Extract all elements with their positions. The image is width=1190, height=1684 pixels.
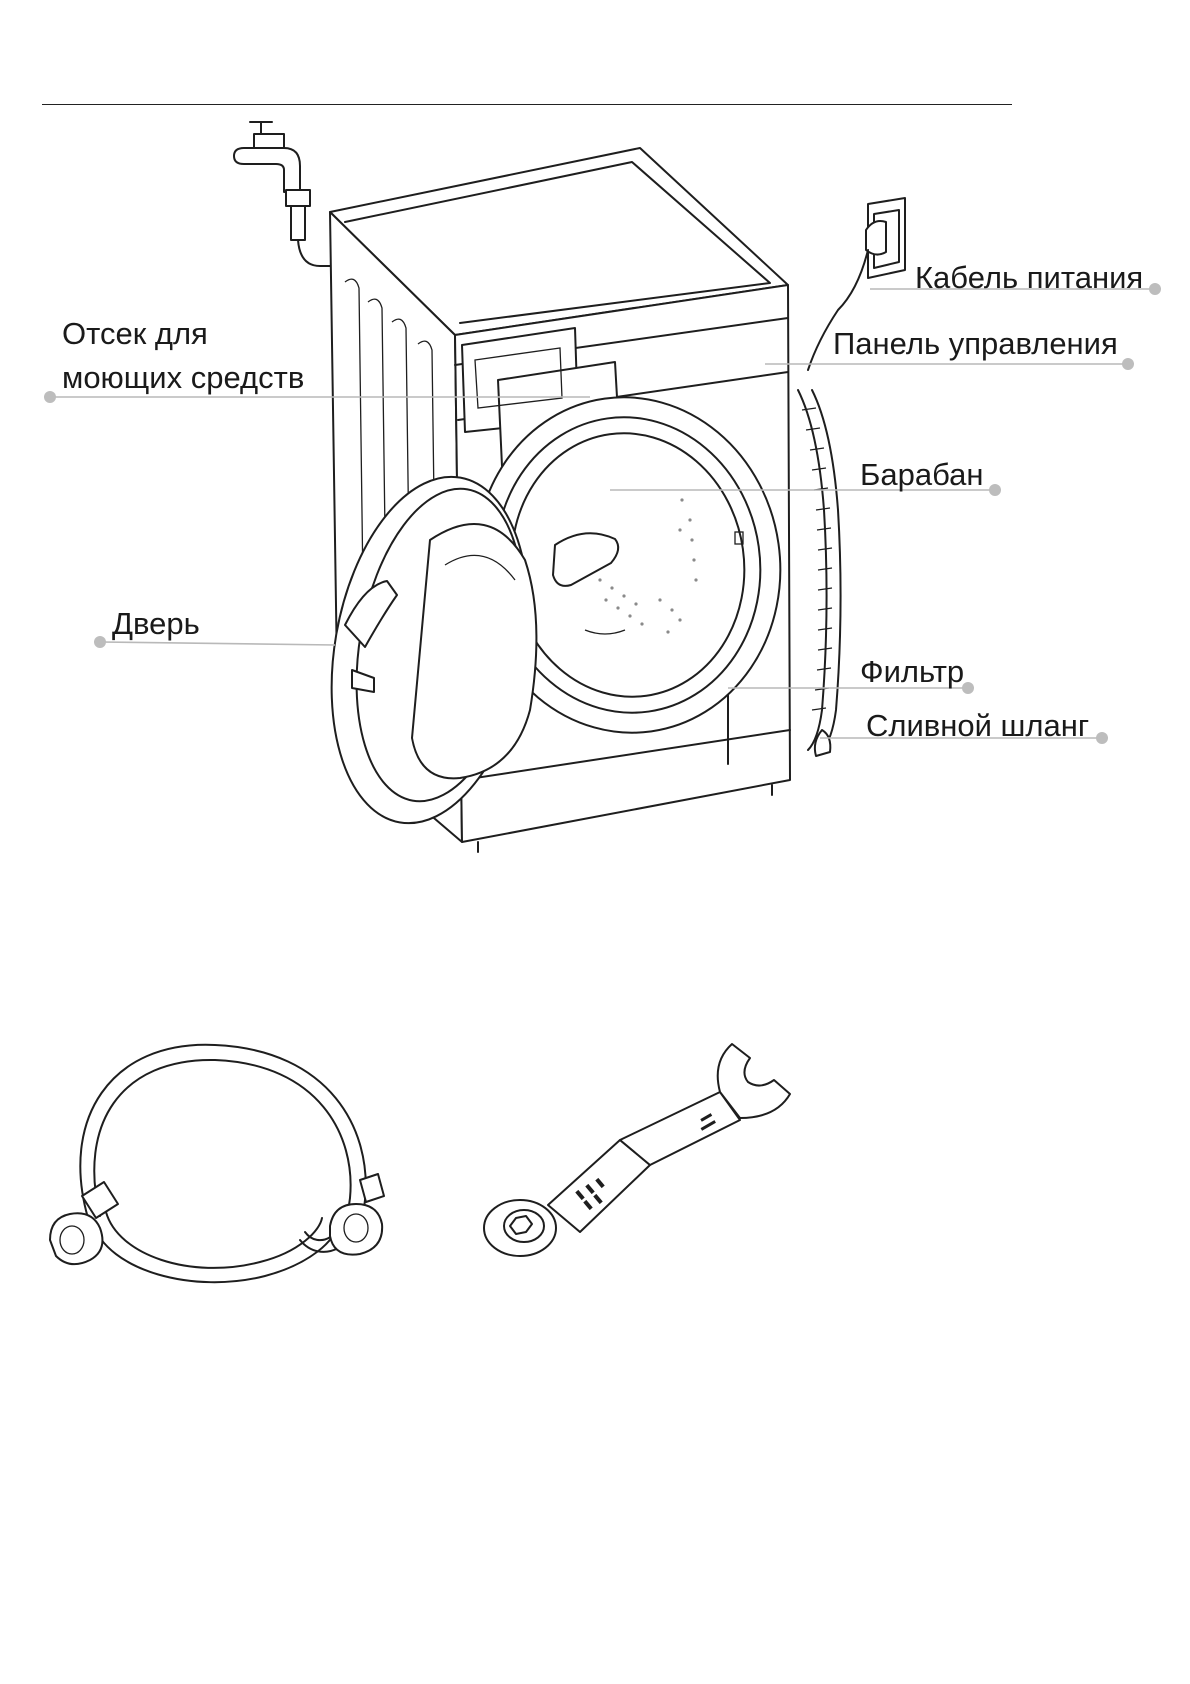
inlet-hose-icon [49, 1043, 385, 1284]
label-filter: Фильтр [860, 654, 965, 689]
washing-machine-icon [329, 147, 791, 853]
wrench-icon [483, 1043, 791, 1257]
label-power-cable: Кабель питания [915, 260, 1144, 295]
label-detergent-line2: моющих средств [62, 360, 305, 395]
leader-dots [44, 283, 1161, 744]
power-cable-line [807, 249, 869, 371]
leader-lines [50, 288, 1155, 739]
label-drain-hose: Сливной шланг [866, 708, 1090, 743]
top-rule [42, 104, 1012, 105]
drain-hose-icon [797, 389, 842, 757]
label-door: Дверь [112, 606, 200, 641]
label-detergent-line1: Отсек для [62, 316, 208, 351]
wall-socket-icon [865, 197, 906, 279]
water-tap-icon [233, 121, 339, 267]
label-control-panel: Панель управления [833, 326, 1118, 361]
label-drum: Барабан [860, 457, 984, 492]
